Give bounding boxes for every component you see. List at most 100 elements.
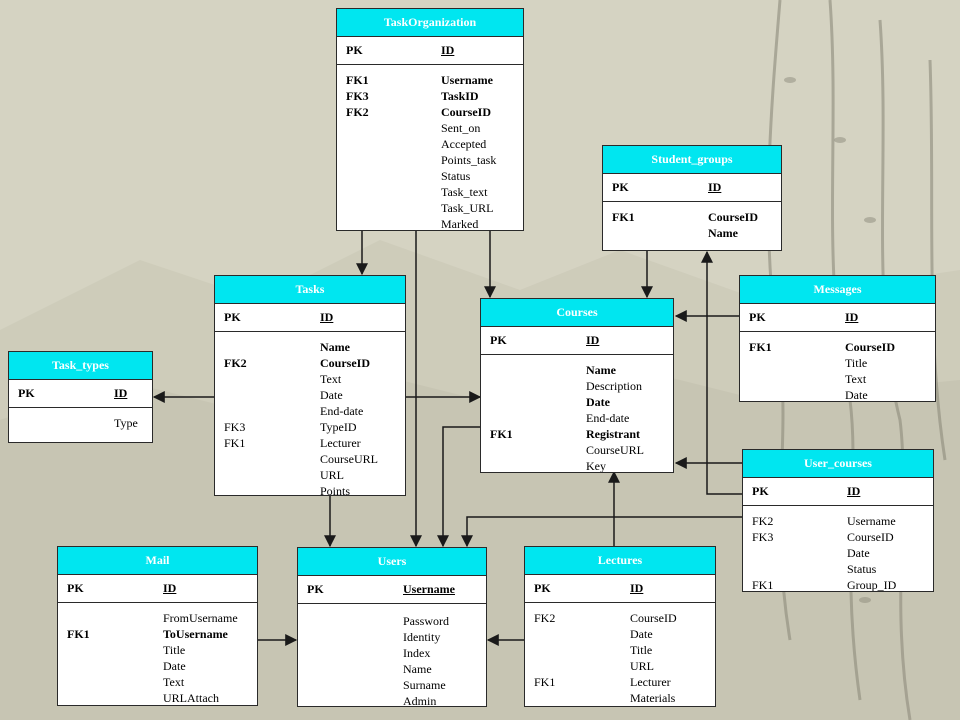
pk-label: PK — [612, 180, 629, 194]
entity-title: Student_groups — [603, 146, 781, 174]
field-name: End-date — [320, 404, 364, 418]
primary-key-row: PK ID — [525, 575, 715, 603]
field-row: End-date — [215, 403, 405, 419]
field-name: CourseID — [320, 356, 370, 370]
primary-key-row: PK ID — [740, 304, 935, 332]
field-row: Title — [740, 355, 935, 371]
field-name: Group_ID — [847, 578, 897, 592]
field-name: Materials — [630, 691, 676, 705]
link-courses-users — [437, 426, 480, 548]
entity-task-types[interactable]: Task_types PK ID Type — [8, 351, 153, 443]
field-key: FK3 — [752, 530, 774, 544]
pk-field: Username — [403, 582, 455, 596]
field-name: URLAttach — [163, 691, 219, 705]
entity-title: Tasks — [215, 276, 405, 304]
field-key: FK1 — [346, 73, 369, 87]
field-name: Index — [403, 646, 431, 660]
field-name: Registrant — [586, 427, 640, 441]
field-name: Status — [847, 562, 877, 576]
field-row: Text — [58, 674, 257, 690]
field-row: Type — [9, 415, 152, 431]
field-name: Date — [586, 395, 610, 409]
pk-field: ID — [847, 484, 861, 498]
entity-title: Messages — [740, 276, 935, 304]
entity-title: User_courses — [743, 450, 933, 478]
field-name: URL — [630, 659, 654, 673]
field-row: Name — [603, 225, 781, 241]
field-row: Task_URL — [337, 200, 523, 216]
field-row: Points — [215, 483, 405, 496]
field-row: Date — [740, 387, 935, 402]
field-name: Name — [708, 226, 738, 240]
field-row: Name — [215, 339, 405, 355]
link-usercourses-users — [461, 516, 742, 548]
field-name: End-date — [586, 411, 630, 425]
field-name: Key — [586, 459, 606, 473]
field-row: Accepted — [337, 136, 523, 152]
field-name: Password — [403, 614, 450, 628]
field-row: URL — [525, 658, 715, 674]
field-key: FK2 — [224, 356, 247, 370]
field-row: Title — [525, 642, 715, 658]
field-name: Task_text — [441, 185, 488, 199]
field-name: Admin — [403, 694, 437, 707]
field-row: Status — [743, 561, 933, 577]
field-name: Date — [845, 388, 868, 402]
field-row: FK1 Group_ID — [743, 577, 933, 592]
field-key: FK2 — [752, 514, 774, 528]
field-list: Type — [9, 408, 152, 431]
field-name: CourseID — [630, 611, 677, 625]
field-row: Materials — [525, 690, 715, 706]
field-name: Identity — [403, 630, 441, 644]
field-row: CourseURL — [215, 451, 405, 467]
field-row: FromUsername — [58, 610, 257, 626]
pk-field: ID — [320, 310, 334, 324]
field-row: End-date — [481, 410, 673, 426]
field-key: FK3 — [346, 89, 369, 103]
field-name: CourseURL — [320, 452, 378, 466]
field-name: Points — [320, 484, 351, 496]
field-row: Index — [298, 645, 486, 661]
field-key: FK1 — [224, 436, 246, 450]
field-name: Date — [320, 388, 343, 402]
field-row: Task_text — [337, 184, 523, 200]
field-name: Sent_on — [441, 121, 481, 135]
field-row: Identity — [298, 629, 486, 645]
field-row: Date — [215, 387, 405, 403]
field-name: Title — [845, 356, 868, 370]
pk-field: ID — [163, 581, 177, 595]
pk-field: ID — [441, 43, 455, 57]
field-key: FK2 — [346, 105, 369, 119]
field-name: Title — [630, 643, 653, 657]
field-key: FK1 — [67, 627, 90, 641]
pk-label: PK — [18, 386, 35, 400]
primary-key-row: PK ID — [481, 327, 673, 355]
field-name: Date — [630, 627, 653, 641]
primary-key-row: PK ID — [215, 304, 405, 332]
field-key: FK1 — [752, 578, 774, 592]
field-name: Title — [163, 643, 186, 657]
field-row: Date — [481, 394, 673, 410]
pk-label: PK — [346, 43, 363, 57]
entity-title: Task_types — [9, 352, 152, 380]
field-row: Marked — [337, 216, 523, 230]
